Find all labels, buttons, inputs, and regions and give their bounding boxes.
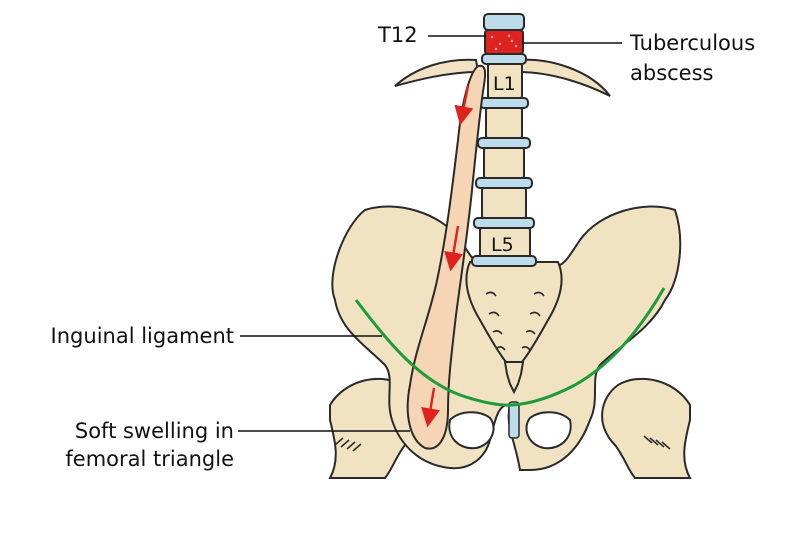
flow-arrow-2 [444,225,464,272]
leader-lines [238,35,622,432]
label-l5: L5 [491,234,514,256]
left-obturator-foramen [448,411,495,450]
right-femur-shape [601,377,692,479]
flow-arrow-3 [421,387,441,428]
pubic-symphysis [508,401,520,439]
label-l1: L1 [493,73,516,95]
label-tuberculous: Tuberculous [630,31,756,55]
label-swelling-line2: femoral triangle [65,447,234,471]
flow-arrow-1 [454,85,474,126]
coccyx [503,361,525,395]
sacral-foramina [485,291,545,351]
label-swelling-line1: Soft swelling in [74,419,234,443]
label-t12: T12 [378,23,418,47]
label-abscess: abscess [630,61,714,85]
right-obturator-foramen [525,411,572,450]
left-rib [394,58,480,87]
abscess-texture [490,34,518,51]
inguinal-ligament [354,287,666,407]
vertebral-column [471,13,537,267]
right-rib [516,58,611,97]
t12-vertebra-abscess [484,29,524,55]
femur-hatching [334,435,671,452]
label-inguinal-ligament: Inguinal ligament [50,324,234,348]
